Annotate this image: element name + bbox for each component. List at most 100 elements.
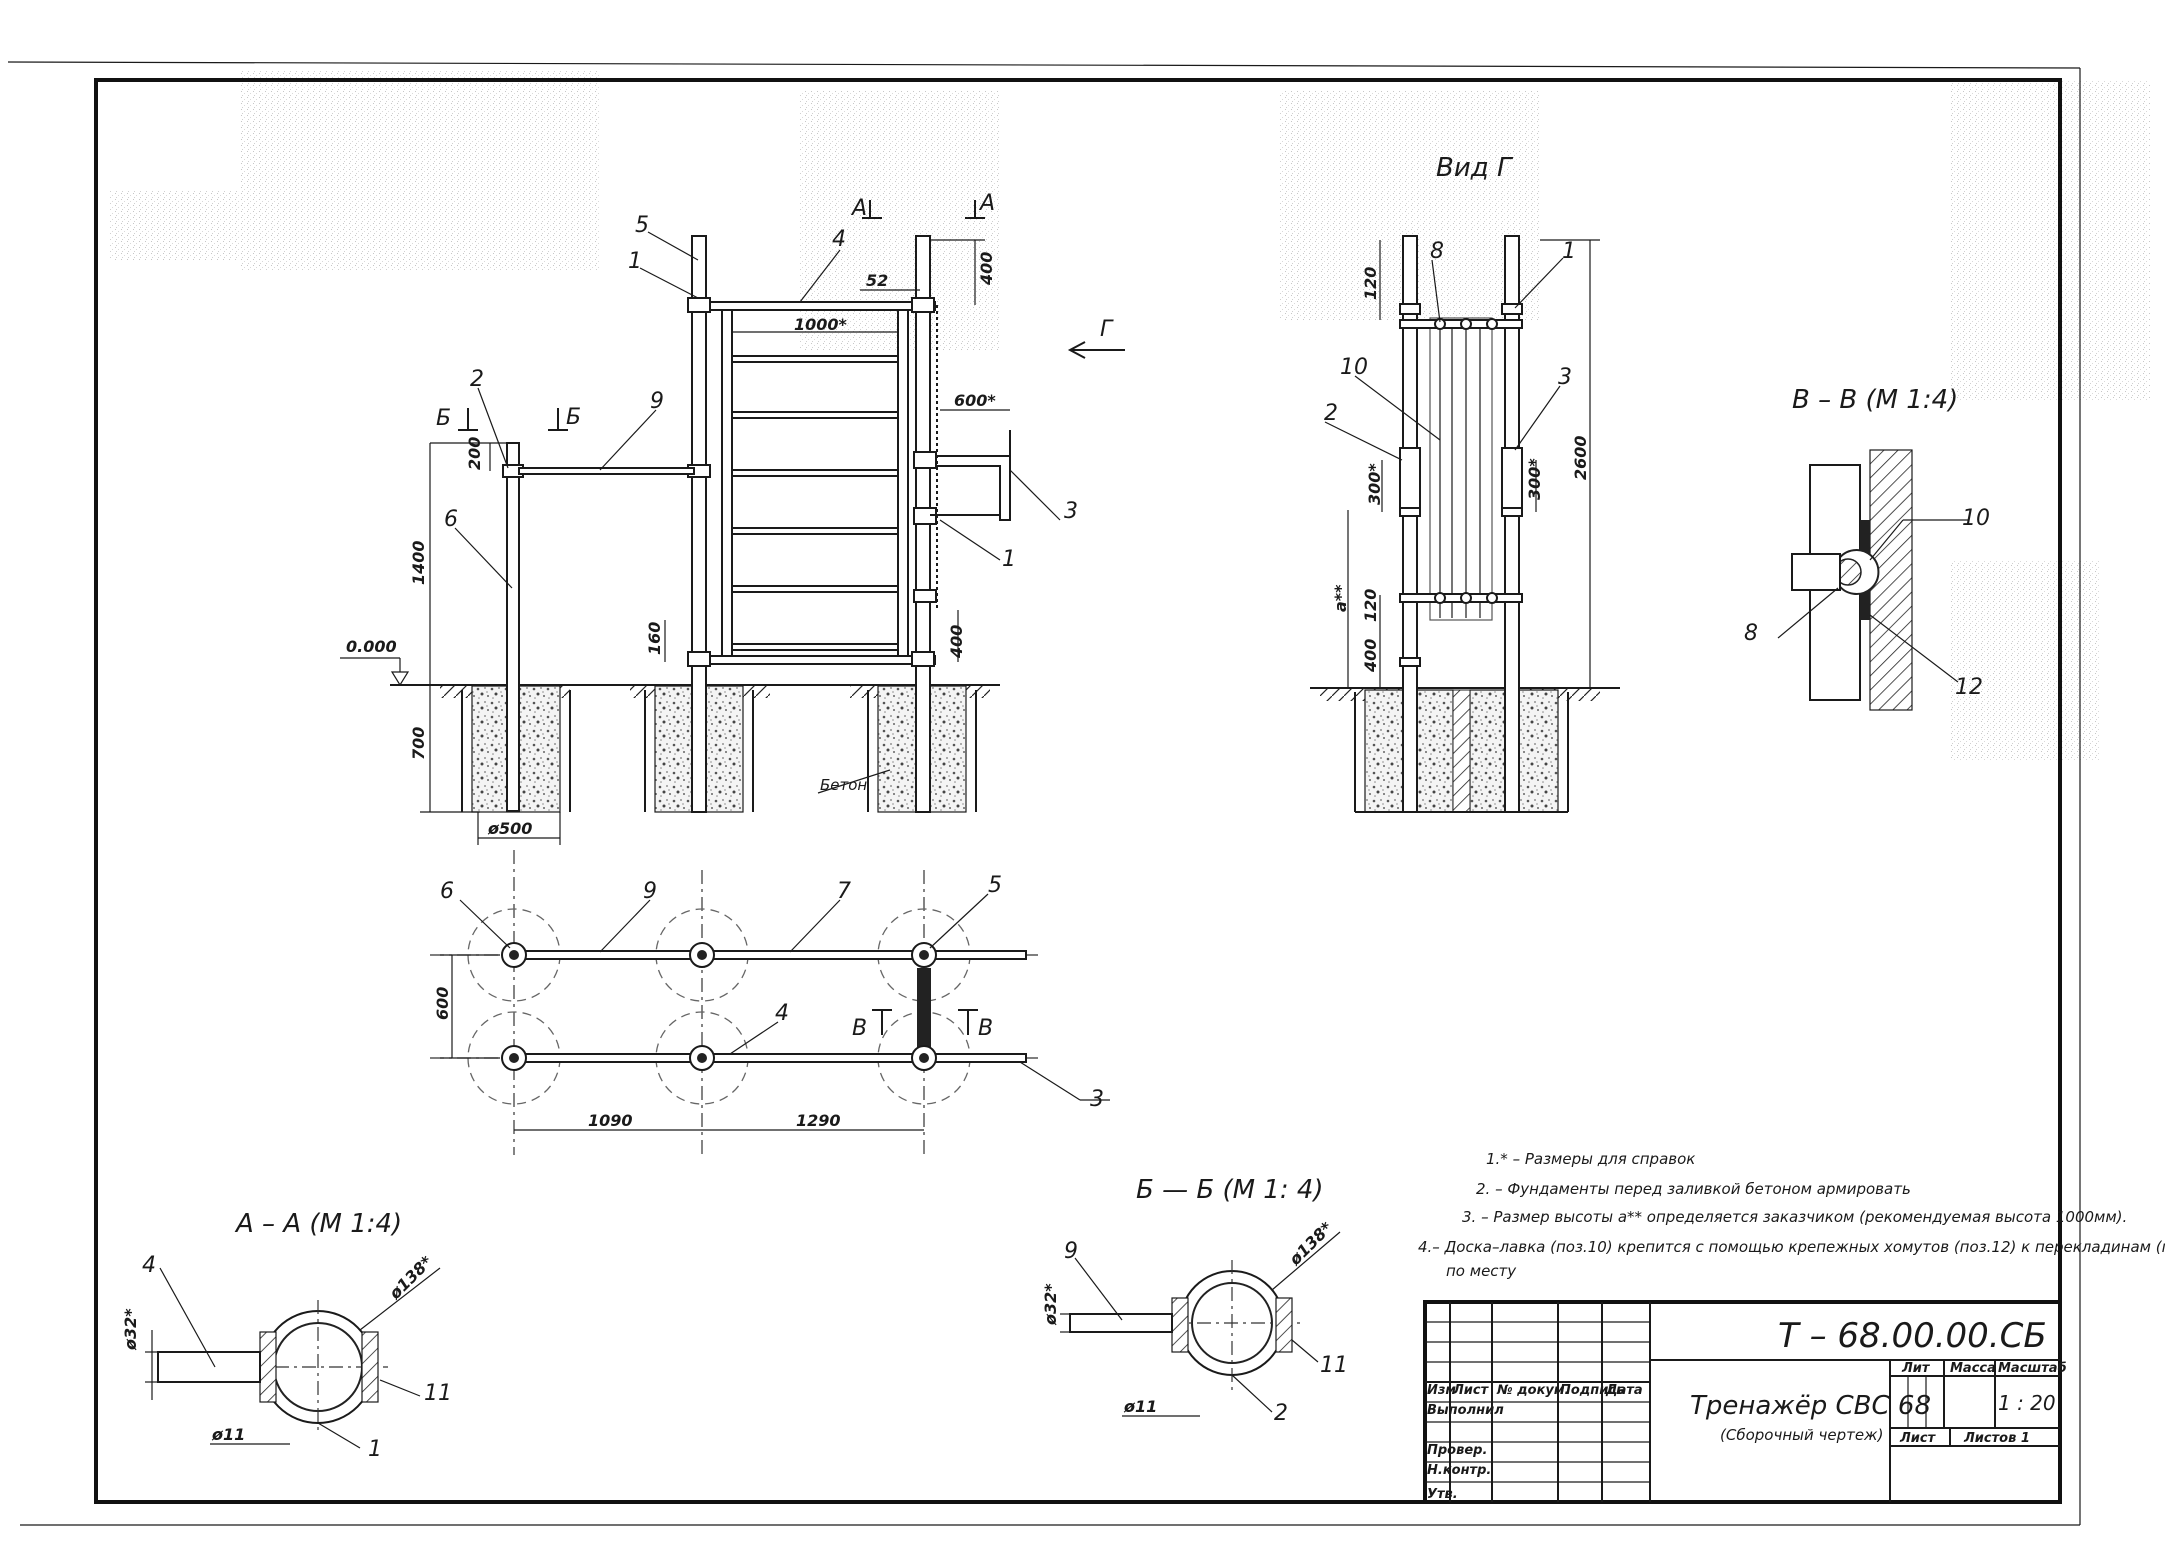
- tb-sheets: Листов 1: [1963, 1431, 2030, 1446]
- cut-aa-right: А: [978, 191, 995, 216]
- tb-massa: Масса: [1950, 1361, 1996, 1376]
- label-pos-3: 3: [1064, 499, 1078, 524]
- section-vv: В – В (М 1:4) 10 8 12: [1744, 385, 1990, 711]
- board-10: [1429, 317, 1493, 621]
- side-dim-300-right: 300*: [1525, 458, 1544, 500]
- label-pos-5: 5: [635, 213, 649, 238]
- tb-col-izm: Изм: [1427, 1383, 1456, 1398]
- side-post-left: [1402, 235, 1418, 813]
- dim-700: 700: [409, 727, 428, 760]
- tb-designation: Т – 68.00.00.СБ: [1778, 1316, 2047, 1356]
- side-dim-120-bottom: 120: [1361, 589, 1380, 622]
- aa-label-11: 11: [424, 1381, 452, 1406]
- side-post-right: [1504, 235, 1520, 813]
- bb-dim-11: ø11: [1123, 1397, 1157, 1416]
- bb-dim-138: ø138*: [1285, 1218, 1337, 1270]
- foundation-circles: [467, 908, 971, 1105]
- plan-label-3: 3: [1090, 1087, 1104, 1112]
- plan-label-6: 6: [440, 879, 454, 904]
- level-mark: 0.000: [346, 637, 397, 656]
- side-view: Вид Г 120: [1310, 153, 1620, 813]
- aa-label-4: 4: [142, 1253, 156, 1278]
- tb-lit: Лит: [1901, 1361, 1931, 1376]
- notes: 1.* – Размеры для справок 2. – Фундамент…: [1418, 1150, 2165, 1280]
- side-label-3: 3: [1558, 365, 1572, 390]
- dim-1400: 1400: [409, 540, 428, 585]
- section-vv-title: В – В (М 1:4): [1792, 385, 1958, 415]
- view-g-arrow-label: Г: [1100, 317, 1114, 342]
- bottom-bar: [689, 655, 936, 665]
- section-aa-title: А – А (М 1:4): [234, 1209, 402, 1239]
- section-bb-title: Б — Б (М 1: 4): [1136, 1175, 1324, 1205]
- dim-52: 52: [866, 271, 888, 290]
- side-dim-120-top: 120: [1361, 267, 1380, 300]
- aa-label-1: 1: [368, 1437, 382, 1462]
- tb-row-vypolnil: Выполнил: [1427, 1403, 1504, 1418]
- tb-subtitle: (Сборочный чертеж): [1720, 1426, 1883, 1444]
- ladder-rail-right: [897, 301, 909, 663]
- bb-label-2: 2: [1274, 1401, 1288, 1426]
- ladder-rail-left: [721, 301, 733, 663]
- tb-col-sign: Подпись: [1560, 1383, 1624, 1398]
- dim-400-top: 400: [977, 252, 996, 286]
- label-pos-1b: 1: [1002, 547, 1016, 572]
- note-1: 1.* – Размеры для справок: [1486, 1150, 1695, 1168]
- top-bar-4: [689, 301, 936, 311]
- side-label-1: 1: [1562, 239, 1576, 264]
- cut-bb-left: Б: [436, 406, 451, 431]
- post-6: [506, 442, 520, 812]
- tb-row-utv: Утв.: [1427, 1487, 1458, 1502]
- plan-dim-600: 600: [433, 987, 452, 1020]
- concrete-label: Бетон: [820, 776, 867, 794]
- aa-dim-138: ø138*: [385, 1252, 437, 1304]
- plan-board: [917, 968, 931, 1048]
- plan-dim-1290: 1290: [796, 1111, 841, 1130]
- bracket-3: [930, 455, 1011, 521]
- plan-label-7: 7: [837, 879, 851, 904]
- note-4: 4.– Доска–лавка (поз.10) крепится с помо…: [1418, 1238, 2165, 1256]
- dim-500: ø500: [487, 819, 532, 838]
- tb-col-list: Лист: [1452, 1383, 1490, 1398]
- cut-vv-left: В: [852, 1016, 867, 1041]
- tb-sheet: Лист: [1899, 1431, 1937, 1446]
- side-dim-300-left: 300*: [1365, 463, 1384, 505]
- vv-label-12: 12: [1955, 675, 1983, 700]
- front-view: 200 1400 700 ø500 400 52 1000* 600* 160 …: [340, 191, 1125, 845]
- dim-1000: 1000*: [794, 315, 848, 334]
- side-label-2: 2: [1324, 401, 1338, 426]
- tb-row-prover: Провер.: [1427, 1443, 1487, 1458]
- dim-160: 160: [645, 622, 664, 655]
- side-dim-2600: 2600: [1571, 435, 1590, 480]
- side-label-8: 8: [1430, 239, 1444, 264]
- label-pos-6: 6: [444, 507, 458, 532]
- note-3: 3. – Размер высоты а** определяется зака…: [1462, 1208, 2127, 1226]
- tb-scale: 1 : 20: [1998, 1391, 2056, 1415]
- tb-col-date: Дата: [1605, 1383, 1643, 1398]
- note-4-cont: по месту: [1446, 1262, 1517, 1280]
- post-5: [691, 235, 707, 813]
- cut-vv-right: В: [978, 1016, 993, 1041]
- plan-label-5: 5: [988, 873, 1002, 898]
- side-dim-a: a**: [1331, 584, 1350, 612]
- bb-label-11: 11: [1320, 1353, 1348, 1378]
- side-dim-400: 400: [1361, 639, 1380, 673]
- title-block: Изм Лист № докум. Подпись Дата Выполнил …: [1423, 1300, 2067, 1504]
- cut-aa-left: А: [850, 196, 867, 221]
- label-pos-2: 2: [470, 367, 484, 392]
- plan-posts: [501, 942, 937, 1071]
- tb-masshtab: Масштаб: [1998, 1361, 2067, 1376]
- tb-row-nkontr: Н.контр.: [1427, 1463, 1491, 1478]
- bar-9: [518, 467, 695, 475]
- scan-noise: [110, 70, 2150, 760]
- bb-label-9: 9: [1064, 1239, 1078, 1264]
- side-label-10: 10: [1340, 355, 1368, 380]
- ladder-rungs: [731, 355, 899, 651]
- label-pos-9: 9: [650, 389, 664, 414]
- plan-label-4: 4: [775, 1001, 789, 1026]
- plan-label-9: 9: [643, 879, 657, 904]
- vv-label-10: 10: [1962, 506, 1990, 531]
- aa-dim-11: ø11: [211, 1425, 245, 1444]
- cut-bb-right: Б: [566, 405, 581, 430]
- aa-dim-32: ø32*: [121, 1308, 140, 1351]
